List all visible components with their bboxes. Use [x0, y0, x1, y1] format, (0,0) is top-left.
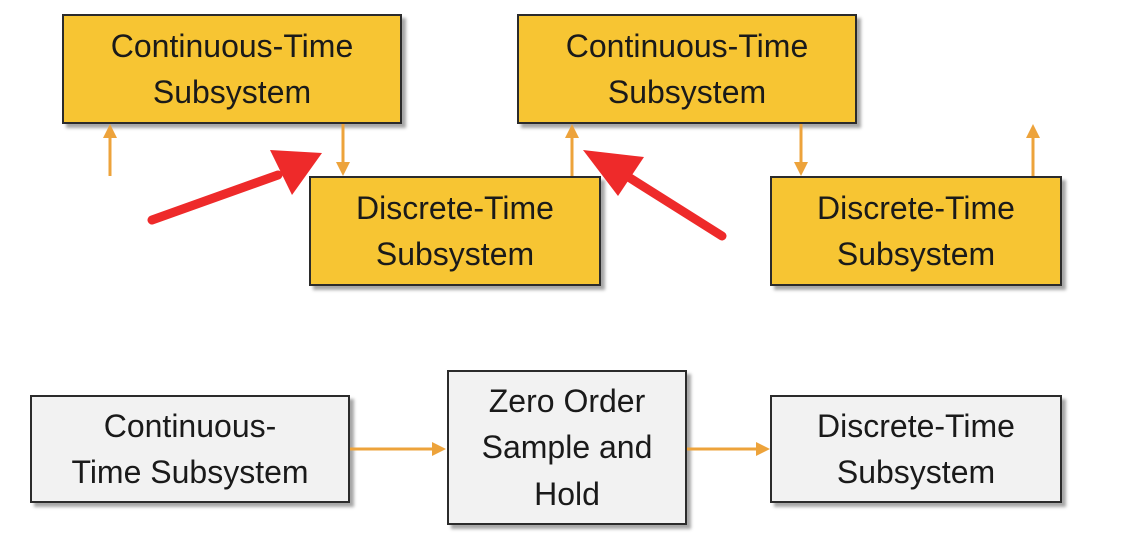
output-arrow-up-2: [1026, 124, 1040, 176]
box-label-line-1: Continuous-: [103, 407, 277, 444]
continuous-time-subsystem-box-2: Continuous-Time Subsystem: [517, 14, 857, 124]
box-label-line-2: Subsystem: [375, 236, 535, 272]
box-label-line-2: Subsystem: [836, 236, 996, 272]
continuous-time-subsystem-box-bottom: Continuous- Time Subsystem: [30, 395, 350, 503]
arrow-dt1-to-ct2: [565, 124, 579, 176]
box-label-line-1: Discrete-Time: [356, 189, 554, 226]
discrete-time-subsystem-box-2: Discrete-Time Subsystem: [770, 176, 1062, 286]
red-highlight-arrow-left: [147, 150, 322, 225]
box-label-line-1: Continuous-Time: [565, 27, 809, 64]
box-label-line-3: Hold: [534, 475, 600, 512]
box-label-line-2: Subsystem: [607, 74, 767, 110]
box-label-line-2: Subsystem: [836, 454, 996, 490]
discrete-time-subsystem-box-bottom: Discrete-Time Subsystem: [770, 395, 1062, 503]
red-highlight-arrow-right: [583, 150, 727, 241]
arrow-zoh-to-dt: [687, 442, 770, 456]
discrete-time-subsystem-box-1: Discrete-Time Subsystem: [309, 176, 601, 286]
arrow-ct-to-zoh: [350, 442, 446, 456]
continuous-time-subsystem-box-1: Continuous-Time Subsystem: [62, 14, 402, 124]
box-label-line-2: Time Subsystem: [71, 454, 309, 490]
box-label-line-1: Zero Order: [488, 382, 646, 419]
input-arrow-up-1: [103, 124, 117, 176]
box-label-line-2: Subsystem: [152, 74, 312, 110]
arrow-ct2-to-dt2: [794, 124, 808, 176]
box-label-line-1: Discrete-Time: [817, 189, 1015, 226]
box-label-line-1: Discrete-Time: [817, 407, 1015, 444]
box-label-line-2: Sample and: [481, 429, 653, 466]
zero-order-sample-and-hold-box: Zero Order Sample and Hold: [447, 370, 687, 525]
box-label-line-1: Continuous-Time: [110, 27, 354, 64]
arrow-ct1-to-dt1: [336, 124, 350, 176]
